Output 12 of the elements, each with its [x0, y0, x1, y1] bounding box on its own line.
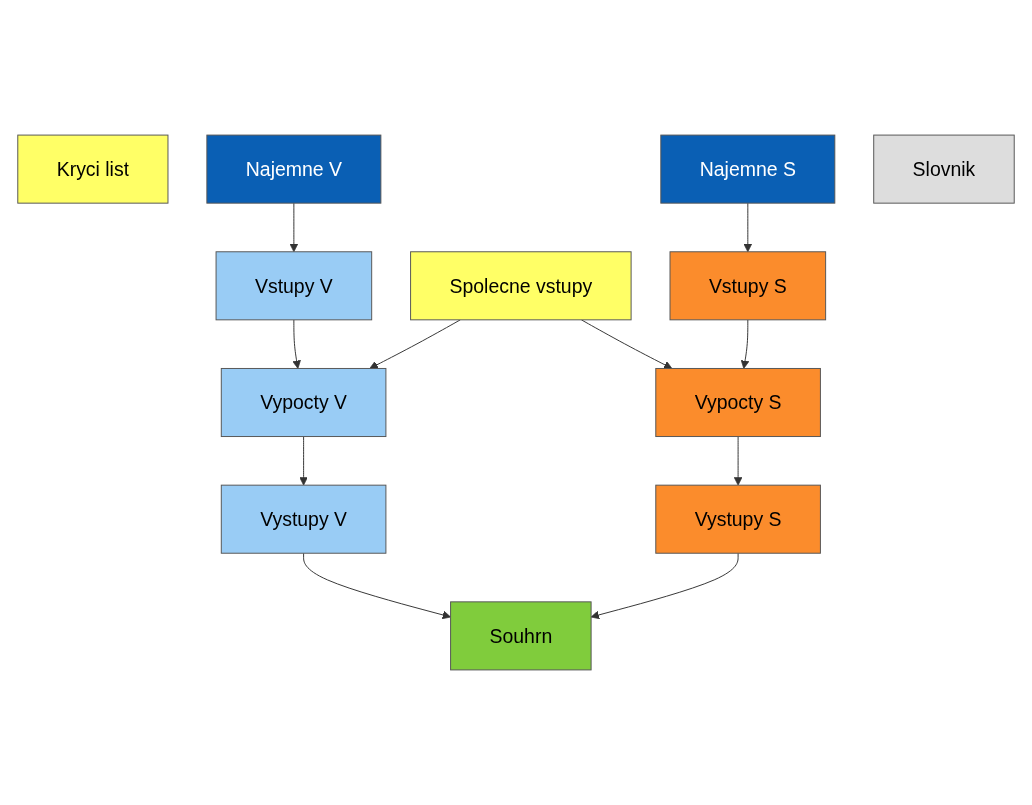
node-box: Souhrn — [450, 601, 592, 671]
node-box: Vypocty S — [655, 367, 821, 438]
node-box: Najemne S — [660, 134, 836, 204]
node-box: Najemne V — [206, 134, 382, 204]
node-box: Vypocty V — [220, 367, 387, 438]
node-box: Vstupy S — [669, 251, 827, 321]
node-box: Vystupy S — [655, 484, 821, 554]
node-box: Kryci list — [17, 134, 169, 204]
node-box: Spolecne vstupy — [410, 251, 632, 321]
node-box: Vstupy V — [215, 251, 373, 321]
node-box: Slovnik — [873, 134, 1015, 204]
node-box: Vystupy V — [220, 484, 387, 554]
